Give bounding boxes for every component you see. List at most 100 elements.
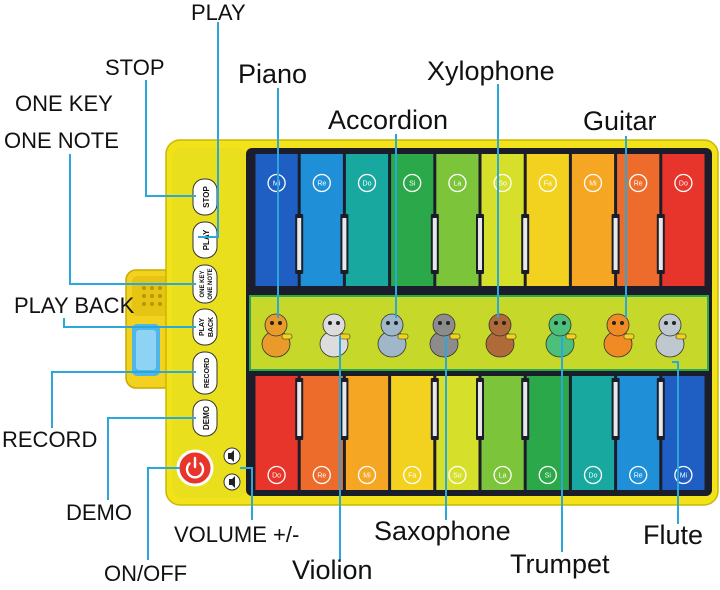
label-stop: STOP [105,55,165,80]
one-key-text: ONE KEY [200,270,206,297]
top-black-key-shine [613,218,618,270]
bottom-key-badge [538,465,557,485]
bottom-key-badge [267,465,286,485]
animal-figure[interactable] [655,313,687,358]
bottom-black-keys [295,378,665,440]
animal-figures [261,313,687,358]
animal-figure[interactable] [261,313,293,358]
speaker-unit [125,269,179,389]
volume-up-icon [228,450,234,462]
bottom-key[interactable] [617,376,660,490]
bottom-key-label: Mi [680,473,688,480]
volume-down-button[interactable] [223,473,241,491]
bottom-key-label: Do [589,473,598,480]
label-trumpet: Trumpet [510,549,610,579]
top-black-key-shine [432,218,437,270]
top-black-keys [295,214,665,274]
top-key-badge [357,173,377,193]
top-key-label: Do [363,181,372,188]
bottom-key[interactable] [300,376,343,490]
top-key-label: Re [634,181,643,188]
bottom-key-badge [357,465,377,485]
top-key[interactable] [300,154,343,286]
label-volume: VOLUME +/- [174,522,300,547]
top-key-label: Mi [273,181,281,188]
top-black-key-shine [478,218,482,270]
top-key-badge [674,173,693,193]
bottom-black-key-shine [478,382,482,436]
top-key[interactable] [617,154,660,286]
top-key[interactable] [571,154,615,286]
animal-figure[interactable] [485,313,517,358]
bottom-black-key-shine [297,382,302,436]
stop-button-text: STOP [202,186,211,208]
demo-button[interactable]: DEMO [192,399,218,437]
top-key-label: So [498,181,507,188]
leader-play [198,22,219,238]
top-key[interactable] [255,154,298,286]
bottom-key[interactable] [345,376,389,490]
bottom-key-badge [583,465,603,485]
record-button[interactable]: RECORD [192,351,218,395]
bottom-key[interactable] [481,376,524,490]
bottom-key-label: Fa [408,473,416,480]
bottom-key[interactable] [571,376,615,490]
bottom-key[interactable] [391,376,434,490]
label-saxophone: Saxophone [374,516,511,546]
top-key-badge [538,173,557,193]
label-guitar: Guitar [583,106,657,136]
play-back-button[interactable]: PLAY BACK [192,308,218,346]
label-play: PLAY [191,0,246,25]
bottom-key[interactable] [662,376,705,490]
top-key[interactable] [345,154,389,286]
bottom-key-badge [674,465,693,485]
top-key[interactable] [526,154,569,286]
top-key-label: Do [679,181,688,188]
bottom-key-badge [403,465,422,485]
top-black-key-shine [297,218,302,270]
animal-figure[interactable] [429,313,461,358]
label-xylophone: Xylophone [427,56,555,86]
animal-figure[interactable] [377,313,409,358]
bottom-key[interactable] [255,376,298,490]
top-black-key-shine [658,218,663,270]
animal-figure[interactable] [603,313,635,358]
play-back-text-1: PLAY [199,318,206,336]
bottom-key-badge [448,465,467,485]
stop-button[interactable]: STOP [192,178,218,216]
top-key[interactable] [436,154,479,286]
top-key[interactable] [662,154,705,286]
leader-lines [51,22,679,560]
leader-on-off [147,467,180,560]
bottom-black-key-shine [613,382,618,436]
top-black-key-shine [523,218,528,270]
leader-record [51,371,196,428]
leader-volume [240,467,253,520]
bottom-key-label: Re [634,473,643,480]
top-key[interactable] [391,154,434,286]
top-key-badge [583,173,603,193]
label-piano: Piano [238,59,308,89]
power-icon [185,456,205,479]
bottom-key-label: Do [272,473,281,480]
label-record: RECORD [2,427,98,452]
bottom-black-key-shine [523,382,528,436]
bottom-key-label: Re [317,473,326,480]
volume-up-button[interactable] [223,447,241,465]
leader-play-back [63,318,196,328]
volume-down-icon [229,476,235,488]
top-key-badge [448,173,467,193]
animal-figure[interactable] [545,313,577,358]
one-key-one-note-button[interactable]: ONE KEY ONE NOTE [192,264,218,304]
label-on-off: ON/OFF [104,561,188,586]
play-button[interactable]: PLAY [192,221,218,259]
leader-flute [672,361,679,524]
power-button[interactable] [176,449,214,487]
label-one-note: ONE NOTE [4,128,119,153]
leader-one-key [69,154,196,285]
top-key[interactable] [481,154,524,286]
bottom-key[interactable] [436,376,479,490]
